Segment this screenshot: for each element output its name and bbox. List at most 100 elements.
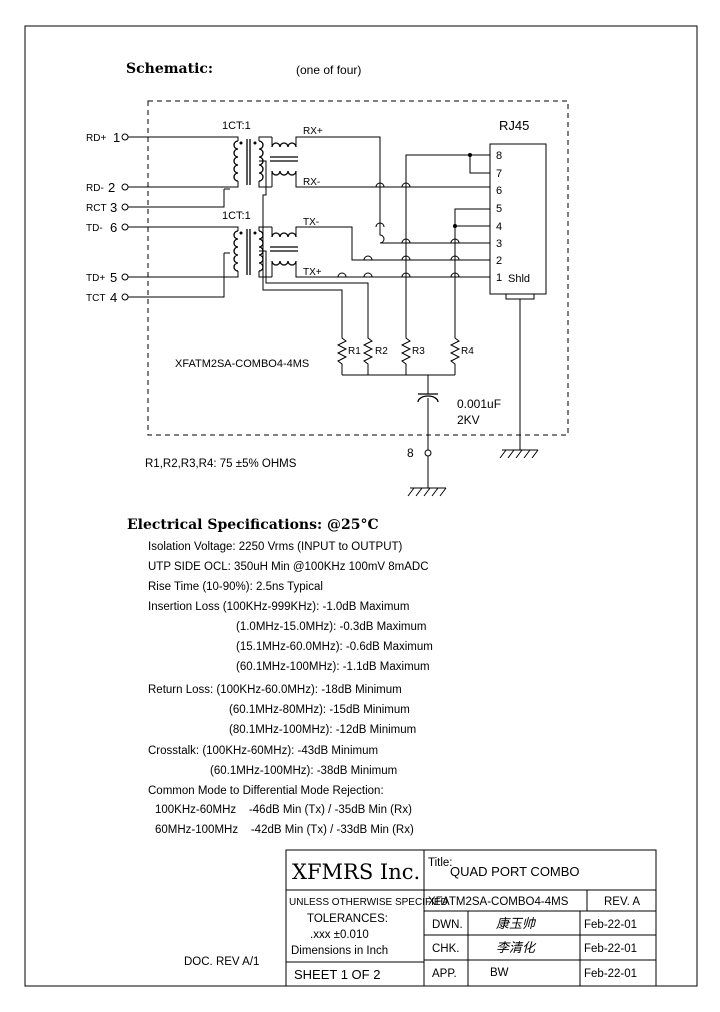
rx-transformer: 1CT:1	[128, 120, 343, 330]
tx-transformer: 1CT:1	[128, 210, 369, 330]
rx-primary-coil	[233, 140, 239, 182]
schematic-subtitle: (one of four)	[296, 63, 361, 77]
pin-label-rct: RCT	[86, 203, 107, 214]
spec-line: (60.1MHz-100MHz): -1.1dB Maximum	[236, 661, 430, 673]
sheet-number: SHEET 1 OF 2	[294, 967, 380, 982]
resistor-note: R1,R2,R3,R4: 75 ±5% OHMS	[145, 458, 297, 470]
spec-line: (15.1MHz-60.0MHz): -0.6dB Maximum	[236, 641, 433, 653]
app-name: BW	[490, 967, 509, 979]
module-outline	[147, 100, 569, 436]
signal-tx-minus: TX-	[303, 217, 319, 228]
signal-rx-minus: RX-	[303, 177, 320, 188]
doc-revision: DOC. REV A/1	[184, 956, 259, 968]
resistor-r1	[336, 330, 348, 375]
pin-2	[121, 183, 129, 191]
schematic-part-number: XFATM2SA-COMBO4-4MS	[175, 358, 309, 370]
title-label: Title:	[428, 857, 453, 869]
schematic-title: Schematic:	[126, 61, 213, 77]
left-pins: RD+ 1 RD- 2 RCT 3 TD- 6 TD+ 5 TCT 4	[86, 130, 129, 305]
capacitor-value: 0.001uF	[457, 397, 501, 411]
rj45-pin-7: 7	[496, 168, 502, 180]
capacitor-rating: 2KV	[457, 413, 480, 427]
spec-line: Return Loss: (100KHz-60.0MHz): -18dB Min…	[148, 684, 402, 696]
tolerances-label: TOLERANCES:	[307, 913, 388, 925]
pin-label-rd-minus: RD-	[86, 183, 104, 194]
resistor-r3	[400, 330, 412, 375]
app-date: Feb-22-01	[584, 968, 637, 980]
title-block: XFMRS Inc. Title: QUAD PORT COMBO UNLESS…	[285, 849, 657, 987]
spec-line: Crosstalk: (100KHz-60MHz): -43dB Minimum	[148, 745, 378, 757]
tx-choke-top	[271, 232, 297, 238]
resistor-r3-label: R3	[412, 346, 425, 357]
rj45-pin-1: 1	[496, 272, 502, 284]
spec-line: (60.1MHz-80MHz): -15dB Minimum	[229, 704, 410, 716]
rj45-shield-label: Shld	[508, 273, 530, 285]
app-label: APP.	[432, 968, 457, 980]
ground-pin-number: 8	[407, 446, 414, 460]
spec-line: (60.1MHz-100MHz): -38dB Minimum	[210, 765, 397, 777]
signal-routing	[302, 136, 490, 278]
pin-num-1: 1	[113, 130, 120, 145]
spec-line: 60MHz-100MHz -42dB Min (Tx) / -33dB Min …	[155, 824, 414, 836]
tx-primary-coil	[233, 230, 239, 272]
electrical-specifications: Electrical Specifications: @25°C Isolati…	[127, 517, 433, 836]
signal-tx-plus: TX+	[303, 267, 322, 278]
revision: REV. A	[604, 896, 640, 908]
spec-line: Isolation Voltage: 2250 Vrms (INPUT to O…	[148, 541, 403, 553]
electrical-title: Electrical Specifications: @25°C	[127, 517, 379, 533]
chk-date: Feb-22-01	[584, 943, 637, 955]
resistor-r1-label: R1	[348, 346, 361, 357]
pin-5	[121, 273, 129, 281]
chk-label: CHK.	[432, 943, 459, 955]
pin-4	[121, 293, 129, 301]
spec-line: Common Mode to Differential Mode Rejecti…	[148, 785, 384, 797]
pin-num-5: 5	[110, 270, 117, 285]
rx-choke-bottom	[271, 170, 297, 176]
tolerance-value: .xxx ±0.010	[310, 929, 369, 941]
spec-line: Rise Time (10-90%): 2.5ns Typical	[148, 581, 323, 593]
spec-line: (80.1MHz-100MHz): -12dB Minimum	[229, 724, 416, 736]
spec-line: (1.0MHz-15.0MHz): -0.3dB Maximum	[236, 621, 426, 633]
pin-3	[121, 203, 129, 211]
company-name: XFMRS Inc.	[292, 860, 420, 884]
resistor-r4	[449, 330, 461, 375]
pin-6	[121, 223, 129, 231]
rj45-connector: RJ45 8 7 6 5 4 3 2 1 Shld	[489, 118, 547, 459]
dwn-label: DWN.	[432, 919, 463, 931]
drawing-title: QUAD PORT COMBO	[450, 864, 580, 879]
pin-num-3: 3	[110, 200, 117, 215]
pin-num-2: 2	[108, 180, 115, 195]
ground-pin	[424, 449, 432, 457]
spec-line: 100KHz-60MHz -46dB Min (Tx) / -35dB Min …	[155, 804, 412, 816]
capacitor: 0.001uF 2KV 8	[407, 393, 501, 497]
rj45-pin-3: 3	[496, 238, 502, 250]
dwn-name: 康玉帅	[496, 916, 537, 932]
tx-transformer-ratio: 1CT:1	[222, 210, 251, 222]
rj45-pin-5: 5	[496, 203, 502, 215]
signal-rx-plus: RX+	[303, 126, 323, 137]
sheet-border	[24, 25, 698, 987]
pin-label-rd-plus: RD+	[86, 133, 106, 144]
unused-pair-routing	[363, 153, 490, 330]
resistor-r4-label: R4	[461, 346, 474, 357]
rx-choke-top	[271, 142, 297, 148]
termination-resistors: R1 R2 R3 R4	[336, 330, 474, 394]
tx-choke-bottom	[271, 260, 297, 266]
title-block-part-number: XFATM2SA-COMBO4-4MS	[428, 896, 569, 908]
pin-label-td-plus: TD+	[86, 273, 105, 284]
pin-label-td-minus: TD-	[86, 223, 103, 234]
dwn-date: Feb-22-01	[584, 919, 637, 931]
rx-transformer-ratio: 1CT:1	[222, 120, 251, 132]
chk-name: 李清化	[496, 941, 537, 956]
rj45-title: RJ45	[499, 118, 529, 133]
rj45-pin-8: 8	[496, 150, 502, 162]
pin-num-4: 4	[110, 290, 117, 305]
rj45-pin-6: 6	[496, 185, 502, 197]
resistor-r2	[362, 330, 374, 375]
spec-line: UTP SIDE OCL: 350uH Min @100KHz 100mV 8m…	[148, 561, 429, 573]
dimensions-note: Dimensions in Inch	[291, 945, 388, 957]
spec-line: Insertion Loss (100KHz-999KHz): -1.0dB M…	[148, 601, 409, 613]
resistor-r2-label: R2	[375, 346, 388, 357]
